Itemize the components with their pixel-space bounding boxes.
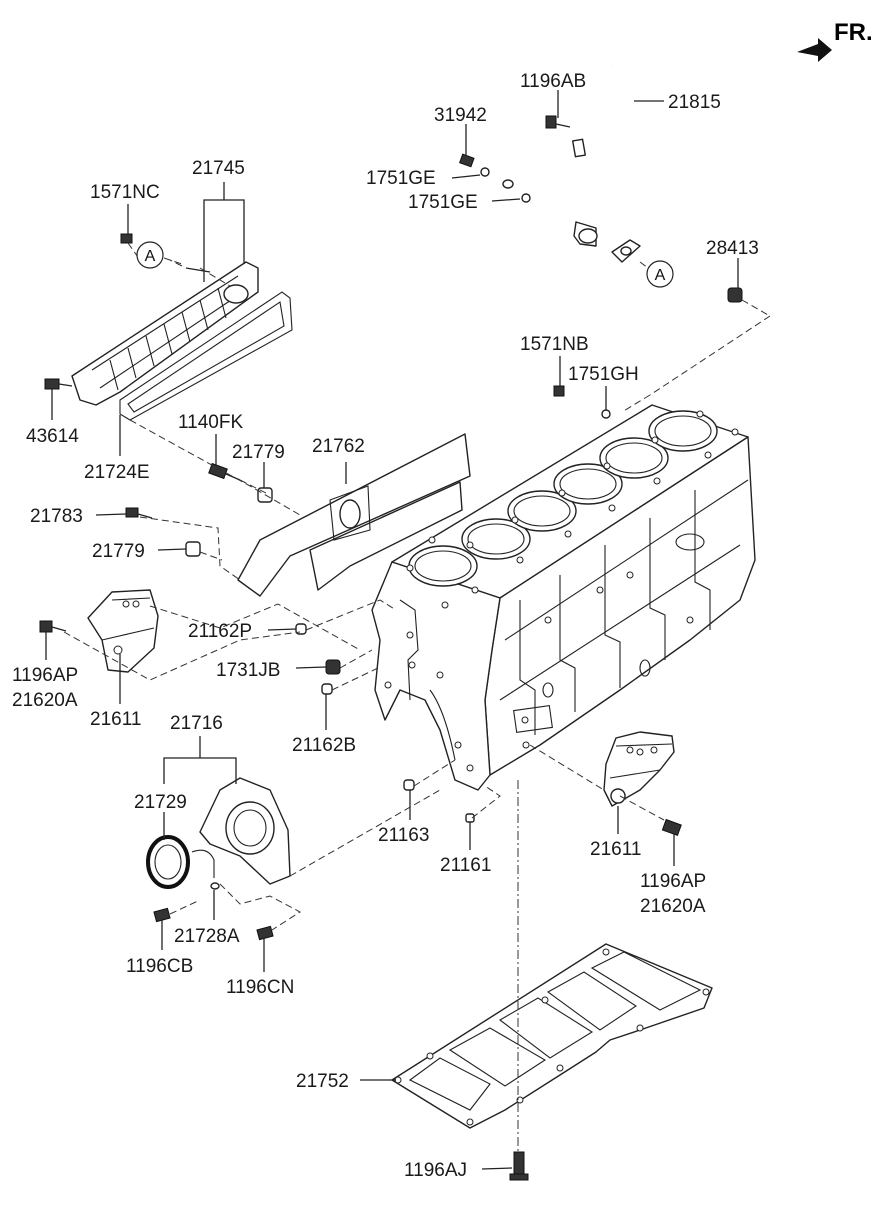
part-label-28413: 28413 bbox=[706, 238, 759, 259]
breather-tube-assembly bbox=[459, 63, 641, 263]
leader-lines bbox=[45, 90, 771, 1170]
part-label-21815: 21815 bbox=[668, 92, 721, 113]
front-arrow-icon bbox=[797, 38, 832, 62]
part-label-1571NB: 1571NB bbox=[520, 334, 589, 355]
part-label-31942: 31942 bbox=[434, 105, 487, 126]
part-label-1196AJ: 1196AJ bbox=[404, 1160, 467, 1181]
part-label-21745: 21745 bbox=[192, 158, 245, 179]
part-label-1196AB: 1196AB bbox=[520, 71, 586, 92]
part-label-1196CN: 1196CN bbox=[226, 977, 294, 998]
rear-seal-housing-assembly bbox=[146, 777, 291, 941]
ref-marker-a-upper: A bbox=[136, 241, 164, 269]
part-label-1571NC: 1571NC bbox=[90, 182, 160, 203]
cover-plate-assembly bbox=[125, 433, 471, 597]
part-label-21620A-right: 21620A bbox=[640, 896, 706, 917]
ref-marker-a-lower: A bbox=[646, 260, 674, 288]
part-label-1751GE-b: 1751GE bbox=[408, 192, 478, 213]
cylinder-block bbox=[371, 404, 756, 791]
part-label-21779-lower: 21779 bbox=[92, 541, 145, 562]
part-label-21163: 21163 bbox=[378, 825, 429, 846]
valley-cover-assembly bbox=[44, 233, 293, 421]
part-label-21161: 21161 bbox=[440, 855, 491, 876]
part-label-1751GH: 1751GH bbox=[568, 364, 639, 385]
front-direction-label: FR. bbox=[834, 19, 873, 46]
part-label-21620A-left: 21620A bbox=[12, 690, 78, 711]
part-label-21762: 21762 bbox=[312, 436, 365, 457]
part-label-1751GE-a: 1751GE bbox=[366, 168, 436, 189]
ref-marker-label: A bbox=[145, 248, 156, 265]
part-label-1196AP-left: 1196AP bbox=[12, 665, 78, 686]
part-label-21783: 21783 bbox=[30, 506, 83, 527]
part-labels: 1196AB 21815 31942 1751GE 1751GE 28413 2… bbox=[12, 71, 759, 1181]
part-label-1731JB: 1731JB bbox=[216, 660, 280, 681]
part-label-21728A: 21728A bbox=[174, 926, 240, 947]
part-label-21779-upper: 21779 bbox=[232, 442, 285, 463]
part-label-21611-right: 21611 bbox=[590, 839, 641, 860]
ref-marker-label: A bbox=[655, 267, 666, 284]
part-label-21724E: 21724E bbox=[84, 462, 150, 483]
part-label-21162P: 21162P bbox=[188, 621, 252, 642]
ladder-frame-gasket bbox=[391, 943, 713, 1181]
engine-mount-bracket-left bbox=[39, 589, 159, 673]
part-label-21729: 21729 bbox=[134, 792, 187, 813]
part-label-1140FK: 1140FK bbox=[178, 412, 243, 433]
engine-mount-bracket-right bbox=[603, 731, 682, 837]
part-label-21716: 21716 bbox=[170, 713, 223, 734]
part-label-1196CB: 1196CB bbox=[126, 956, 193, 977]
part-label-1196AP-right: 1196AP bbox=[640, 871, 706, 892]
part-label-21611-left: 21611 bbox=[90, 709, 141, 730]
part-label-21162B: 21162B bbox=[292, 735, 356, 756]
front-direction-marker: FR. bbox=[797, 19, 873, 62]
part-label-43614: 43614 bbox=[26, 426, 79, 447]
part-label-21752: 21752 bbox=[296, 1071, 349, 1092]
